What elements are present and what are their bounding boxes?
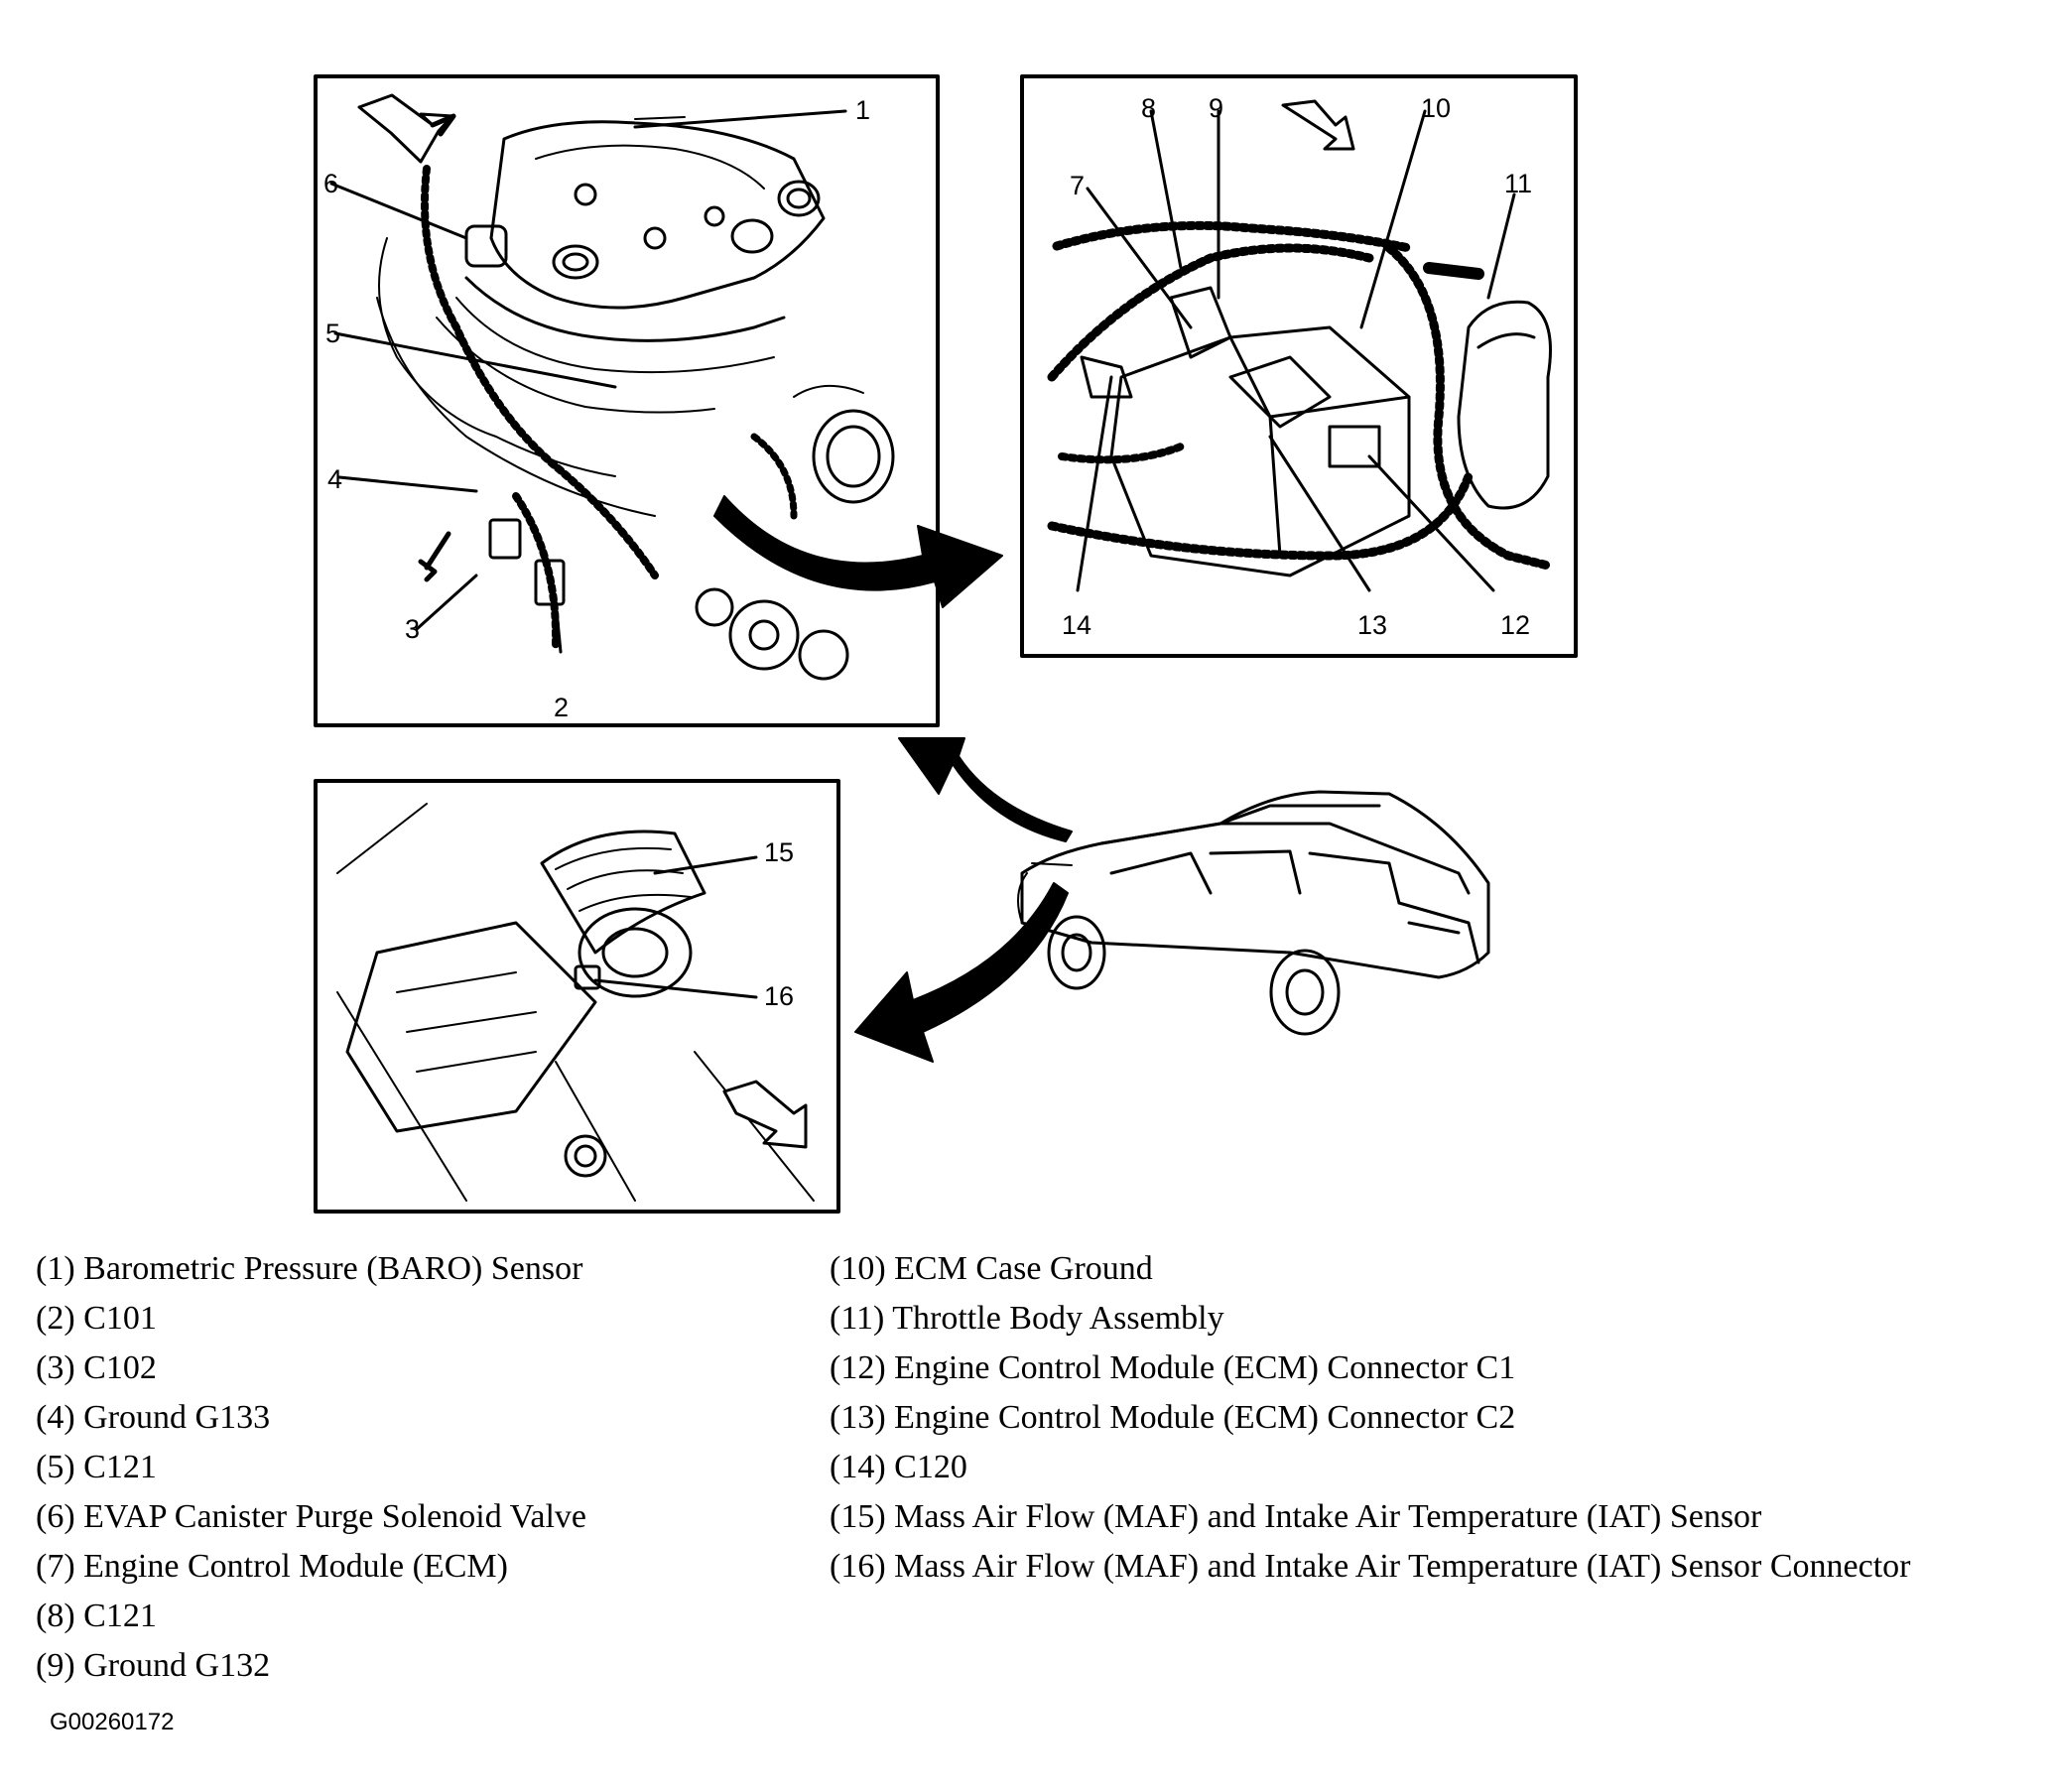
callout-1: 1: [855, 95, 870, 125]
legend-item: (14) C120: [830, 1449, 967, 1485]
view-direction-arrow-icon: [722, 1080, 808, 1149]
view-direction-arrow-icon: [1281, 99, 1355, 151]
pointer-arrow-icon: [854, 882, 1069, 1063]
callout-11: 11: [1504, 169, 1532, 198]
callout-4: 4: [327, 464, 342, 494]
ecm-detail-panel: [1020, 74, 1578, 658]
legend-right-column: (10) ECM Case Ground (11) Throttle Body …: [830, 1244, 1911, 1592]
callout-6: 6: [323, 169, 338, 198]
legend-item: (7) Engine Control Module (ECM): [36, 1548, 508, 1585]
callout-3: 3: [405, 614, 420, 644]
legend-item: (12) Engine Control Module (ECM) Connect…: [830, 1349, 1516, 1386]
pointer-arrow-icon: [713, 495, 1003, 608]
legend-item: (10) ECM Case Ground: [830, 1250, 1153, 1287]
legend-item: (11) Throttle Body Assembly: [830, 1300, 1224, 1337]
legend-item: (15) Mass Air Flow (MAF) and Intake Air …: [830, 1498, 1762, 1535]
callout-7: 7: [1070, 171, 1085, 200]
pointer-arrow-icon: [898, 737, 1073, 842]
vehicle-locator: [854, 737, 1490, 1063]
callout-5: 5: [325, 319, 340, 348]
callout-2: 2: [554, 693, 569, 722]
bolt-icon: [418, 531, 451, 582]
legend-item: (16) Mass Air Flow (MAF) and Intake Air …: [830, 1548, 1911, 1585]
figure-code: G00260172: [50, 1709, 175, 1735]
legend-item: (6) EVAP Canister Purge Solenoid Valve: [36, 1498, 586, 1535]
callout-15: 15: [764, 837, 794, 867]
legend-item: (9) Ground G132: [36, 1647, 271, 1684]
callout-10: 10: [1421, 93, 1451, 123]
maf-detail-panel: [314, 779, 840, 1214]
callout-13: 13: [1357, 610, 1387, 640]
legend-item: (2) C101: [36, 1300, 157, 1337]
legend-item: (4) Ground G133: [36, 1399, 271, 1436]
legend-left-column: (1) Barometric Pressure (BARO) Sensor (2…: [36, 1244, 586, 1691]
legend-item: (13) Engine Control Module (ECM) Connect…: [830, 1399, 1516, 1436]
view-direction-arrow-icon: [357, 93, 454, 164]
legend-item: (8) C121: [36, 1598, 157, 1634]
legend-item: (3) C102: [36, 1349, 157, 1386]
callout-9: 9: [1209, 93, 1223, 123]
callout-12: 12: [1500, 610, 1530, 640]
legend-item: (1) Barometric Pressure (BARO) Sensor: [36, 1250, 583, 1287]
callout-labels: 1 2 3 4 5 6 7 8 9 10 11 12 13 14 15 16: [323, 93, 1532, 1011]
legend-item: (5) C121: [36, 1449, 157, 1485]
callout-14: 14: [1062, 610, 1091, 640]
engine-top-panel: [314, 74, 1003, 727]
callout-8: 8: [1141, 93, 1156, 123]
component-locator-illustration: 1 2 3 4 5 6 7 8 9 10 11 12 13 14 15 16: [314, 74, 1578, 1214]
callout-16: 16: [764, 981, 794, 1011]
